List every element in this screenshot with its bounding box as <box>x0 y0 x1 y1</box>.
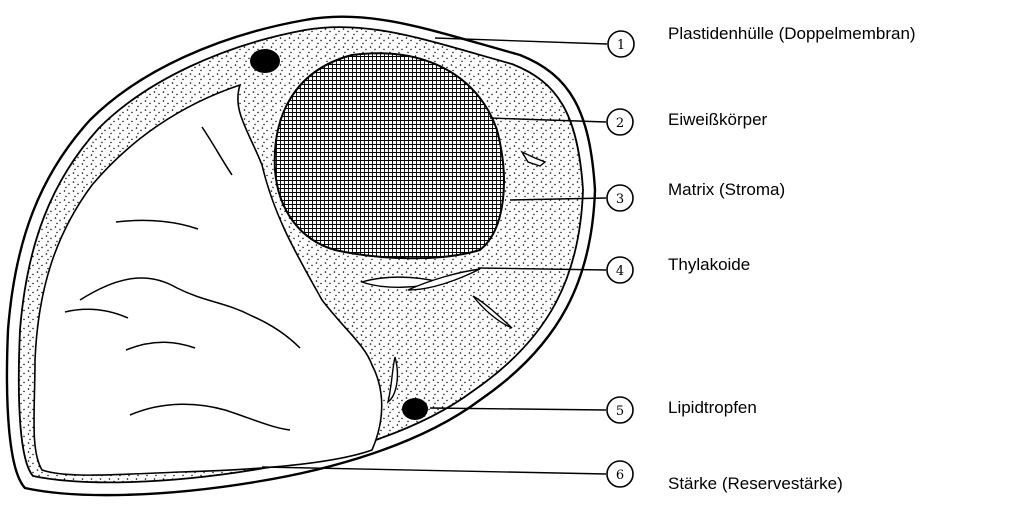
callout-markers: 1 2 3 4 5 6 <box>607 31 634 487</box>
callout-number: 4 <box>616 264 624 279</box>
callout-3: 3 <box>607 185 633 211</box>
lipid-droplet-bottom <box>402 398 428 420</box>
callout-number: 6 <box>616 468 624 483</box>
callout-5: 5 <box>607 397 633 423</box>
callout-number: 1 <box>617 38 625 53</box>
lipid-droplet-top <box>250 49 280 73</box>
callout-1: 1 <box>608 31 634 57</box>
callout-2: 2 <box>607 109 633 135</box>
callout-number: 3 <box>616 192 624 207</box>
label-matrix: Matrix (Stroma) <box>668 180 785 200</box>
label-protein-body: Eiweißkörper <box>668 110 767 130</box>
label-lipid-droplets: Lipidtropfen <box>668 398 757 418</box>
label-thylakoids: Thylakoide <box>668 255 750 275</box>
callout-6: 6 <box>607 461 633 487</box>
callout-number: 5 <box>616 404 624 419</box>
callout-number: 2 <box>616 116 624 131</box>
label-starch: Stärke (Reservestärke) <box>668 474 843 494</box>
label-plastid-envelope: Plastidenhülle (Doppelmembran) <box>668 24 916 44</box>
callout-4: 4 <box>607 257 633 283</box>
